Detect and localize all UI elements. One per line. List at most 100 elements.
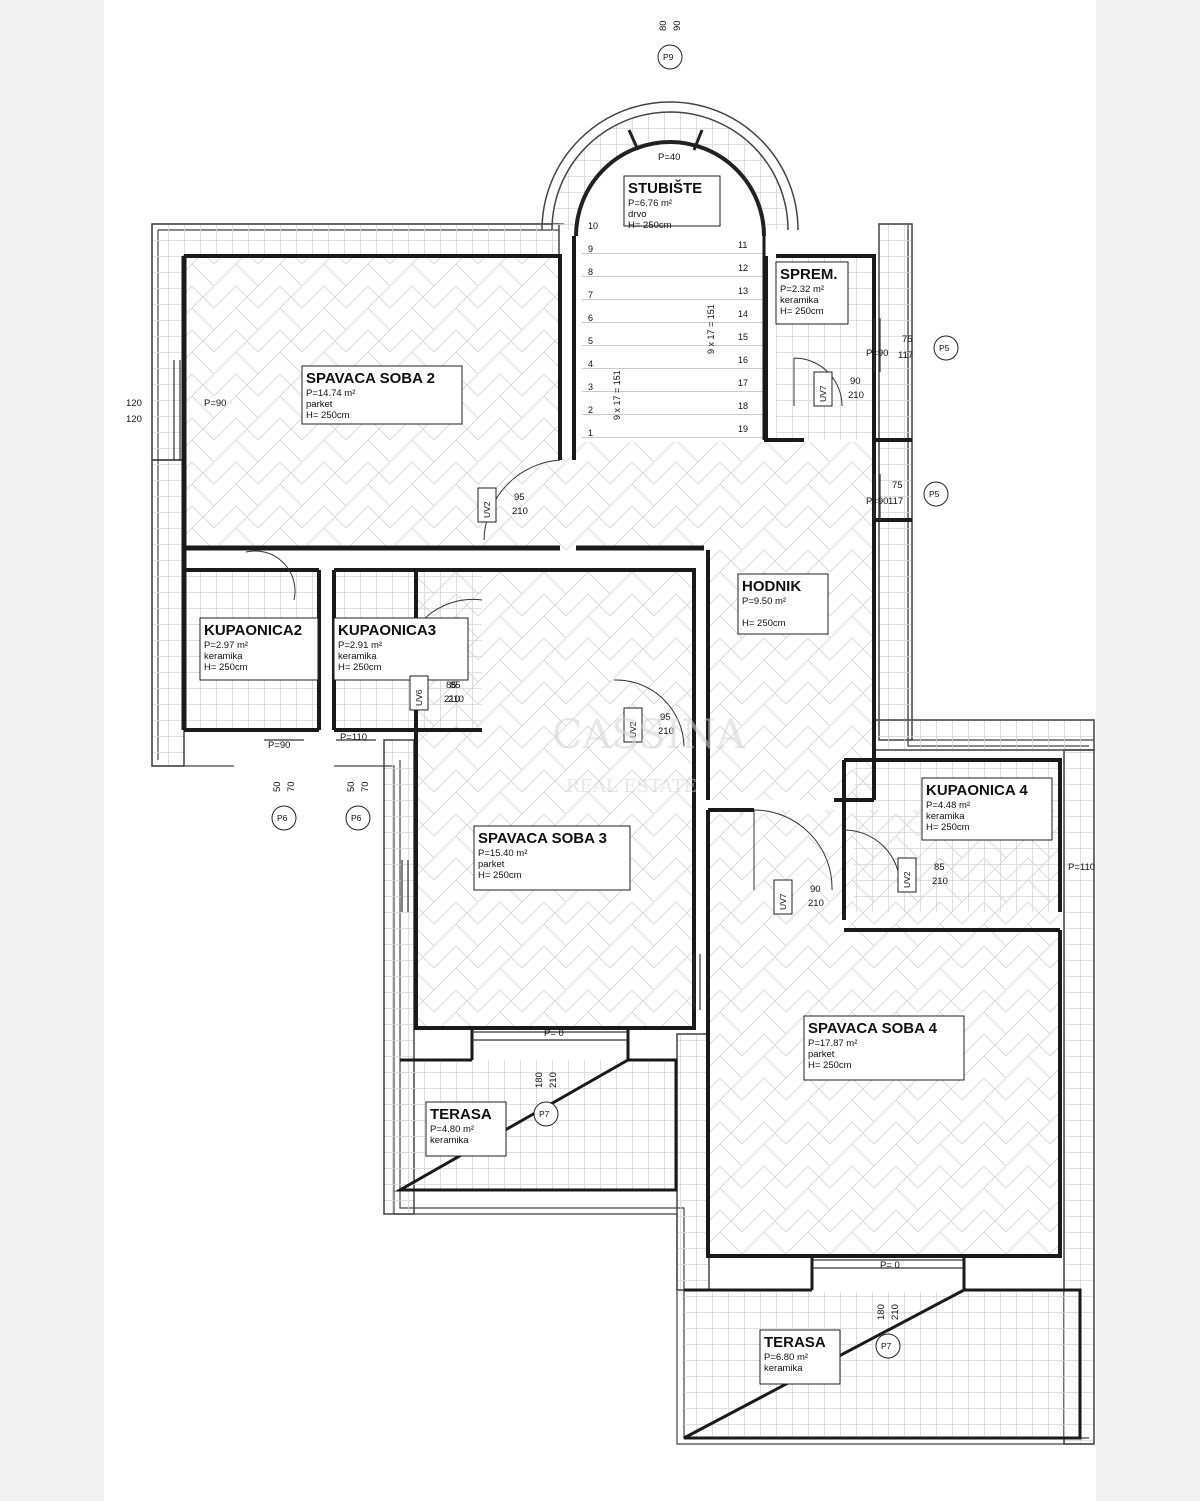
opening-tag: P7 [539,1109,550,1119]
room-name: KUPAONICA2 [204,622,302,639]
room-name: STUBIŠTE [628,179,702,197]
edge-dim: 120 [126,414,142,425]
door-dim: 210 [444,694,460,705]
room-label-box [473,825,631,891]
stair-step-number: 17 [738,378,748,388]
sill-label: P=90 [866,496,888,507]
stair-step-number: 1 [588,428,593,438]
room-name: KUPAONICA3 [338,622,436,639]
sill-label: P=110 [1068,862,1095,873]
door-tag: UV7 [778,893,788,910]
room-height: H= 250cm [306,410,350,421]
door-tag-box [897,857,917,893]
door-tag-box [813,371,833,407]
opening-dim: 210 [890,1304,901,1320]
room-floor: keramika [764,1363,803,1374]
opening-tag-circle [923,481,949,507]
sill-label: P=90 [204,398,226,409]
room-label-box [199,617,319,681]
room-area: P=15.40 m² [478,848,527,859]
room-label-box [333,617,469,681]
stair-step-number: 8 [588,267,593,277]
door-dim: 90 [810,884,821,895]
door-dim: 85 [934,862,945,873]
opening-dim: 80 [658,20,669,31]
room-name: HODNIK [742,578,801,595]
stair-step-number: 16 [738,355,748,365]
opening-tag: P5 [929,489,940,499]
windows [173,318,964,1269]
room-label-box [921,777,1053,841]
sill-label: P=90 [268,740,290,751]
opening-tag-circle [933,335,959,361]
room-area: P=6.76 m² [628,198,672,209]
opening-tag-circle [271,805,297,831]
opening-tag-circle [533,1101,559,1127]
room-label-box [803,1015,965,1081]
opening-tag: P9 [663,52,674,62]
room-floor: keramika [780,295,819,306]
stair-step-number: 9 [588,244,593,254]
opening-dim: 117 [898,350,913,361]
room-height: H= 250cm [628,220,672,231]
door-dim: 210 [808,898,824,909]
room-height: H= 250cm [780,306,824,317]
opening-tag: P7 [881,1341,892,1351]
room-area: P=14.74 m² [306,388,355,399]
opening-dim: 117 [888,496,903,507]
stair-step-number: 12 [738,263,748,273]
sill-label: P= 0 [880,1260,900,1271]
opening-dim: 180 [534,1072,545,1088]
door-tag: UV2 [628,721,638,738]
room-floor: keramika [430,1135,469,1146]
room-name: SPAVACA SOBA 4 [808,1020,938,1037]
room-floor: keramika [338,651,377,662]
opening-tag: P6 [351,813,362,823]
room-floor: parket [808,1049,835,1060]
room-area: P=17.87 m² [808,1038,857,1049]
room-height: H= 250cm [742,618,786,629]
door-tag-box [623,707,643,743]
room-label-box [759,1329,841,1385]
room-label-box [775,261,849,325]
stair-note: 9 x 17 = 151 [706,304,716,354]
room-height: H= 250cm [204,662,248,673]
door-tag: UV2 [482,501,492,518]
door-dim: 210 [658,726,674,737]
stair-step-number: 13 [738,286,748,296]
stair-step-number: 5 [588,336,593,346]
room-name: SPAVACA SOBA 2 [306,370,435,387]
room-name: TERASA [764,1334,826,1351]
room-name: SPAVACA SOBA 3 [478,830,607,847]
room-floor: drvo [628,209,646,220]
opening-dim: 75 [892,480,903,491]
room-floor: keramika [926,811,965,822]
opening-dim: 50 [272,781,283,792]
walls [181,236,1082,1440]
stair-step-number: 2 [588,405,593,415]
stair-step-number: 3 [588,382,593,392]
room-area: P=9.50 m² [742,596,786,607]
opening-tag: P5 [939,343,950,353]
door-tag: UV6 [414,689,424,706]
room-name: KUPAONICA 4 [926,782,1028,799]
room-area: P=4.48 m² [926,800,970,811]
room-label-box [301,365,463,425]
room-height: H= 250cm [338,662,382,673]
room-area: P=2.32 m² [780,284,824,295]
stair-step-number: 4 [588,359,593,369]
door-tag-box [477,487,497,523]
room-floor: parket [306,399,333,410]
stair-step-number: 11 [738,240,747,250]
door-dim: 210 [848,390,864,401]
opening-tag-circle [657,44,683,70]
stair-step-number: 6 [588,313,593,323]
stair-step-number: 10 [588,221,598,231]
room-floor: parket [478,859,505,870]
opening-tag-circle [875,1333,901,1359]
door-dim: 95 [514,492,525,503]
door-tag-box [409,675,429,711]
room-height: H= 250cm [478,870,522,881]
